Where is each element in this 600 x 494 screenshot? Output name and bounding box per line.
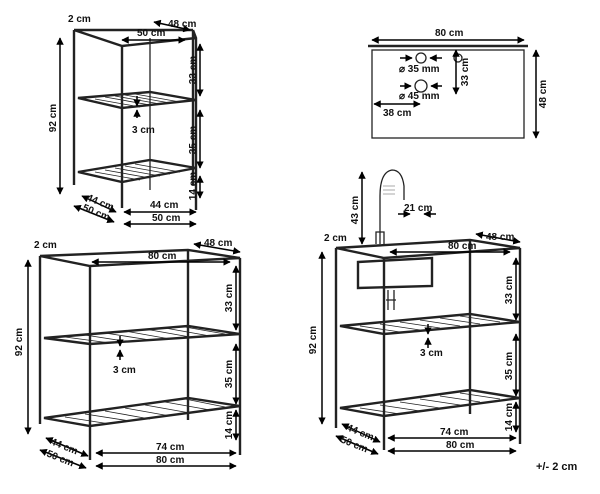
large-shelf-thickness-label: 3 cm <box>113 365 136 376</box>
small-gap-upper-label: 33 cm <box>188 56 199 84</box>
hole-45mm <box>414 79 428 93</box>
sink-unit-height-label: 92 cm <box>308 326 319 354</box>
sink-unit-gap-upper-label: 33 cm <box>504 276 515 304</box>
hole-35-label: ⌀ 35 mm <box>399 64 440 75</box>
sink-top-view-drawing: 80 cm 48 cm ⌀ 35 mm ⌀ 45 mm 38 cm 33 cm <box>368 28 549 139</box>
small-gap-lower-label: 35 cm <box>188 126 199 154</box>
large-top-width-label: 80 cm <box>148 251 176 262</box>
hole-offset-x-label: 38 cm <box>383 108 411 119</box>
sink-unit-foot-height-label: 14 cm <box>504 403 515 431</box>
sink-unit-drawing: 43 cm 21 cm 2 cm 80 cm 48 cm 92 cm 33 cm… <box>308 169 522 455</box>
large-gap-upper-label: 33 cm <box>224 284 235 312</box>
large-gap-lower-label: 35 cm <box>224 360 235 388</box>
small-shelf-thickness-label: 3 cm <box>132 125 155 136</box>
small-base-outer-width-label: 50 cm <box>152 213 180 224</box>
small-foot-height-label: 14 cm <box>188 172 199 200</box>
sink-unit-top-width-label: 80 cm <box>448 241 476 252</box>
hole-offset-y-label: 33 cm <box>460 58 471 86</box>
small-shelf-drawing: 2 cm 48 cm 50 cm 92 cm 33 cm 35 cm 14 cm… <box>48 14 204 228</box>
faucet-height-label: 43 cm <box>350 196 361 224</box>
small-top-width-label: 50 cm <box>137 28 165 39</box>
hole-45-label: ⌀ 45 mm <box>399 91 440 102</box>
small-top-lip-label: 2 cm <box>68 14 91 25</box>
sink-unit-shelf-thickness-label: 3 cm <box>420 348 443 359</box>
sink-unit-base-inner-width-label: 74 cm <box>440 427 468 438</box>
sink-top-depth-label: 48 cm <box>538 80 549 108</box>
tolerance-note: +/- 2 cm <box>536 461 577 473</box>
hole-35mm <box>415 52 427 64</box>
large-base-inner-width-label: 74 cm <box>156 442 184 453</box>
sink-unit-gap-lower-label: 35 cm <box>504 352 515 380</box>
small-base-inner-width-label: 44 cm <box>150 200 178 211</box>
large-top-depth-label: 48 cm <box>204 238 232 249</box>
faucet-reach-label: 21 cm <box>404 203 432 214</box>
large-top-lip-label: 2 cm <box>34 240 57 251</box>
large-height-label: 92 cm <box>14 328 25 356</box>
large-shelf-drawing: 2 cm 80 cm 48 cm 92 cm 33 cm 35 cm 14 cm… <box>14 238 242 470</box>
sink-top-width-label: 80 cm <box>435 28 463 39</box>
large-base-outer-width-label: 80 cm <box>156 455 184 466</box>
large-foot-height-label: 14 cm <box>224 411 235 439</box>
sink-top-lip-label: 2 cm <box>324 233 347 244</box>
sink-unit-base-outer-width-label: 80 cm <box>446 440 474 451</box>
small-top-depth-label: 48 cm <box>168 19 196 30</box>
small-height-label: 92 cm <box>48 104 59 132</box>
sink-unit-top-depth-label: 48 cm <box>486 232 514 243</box>
